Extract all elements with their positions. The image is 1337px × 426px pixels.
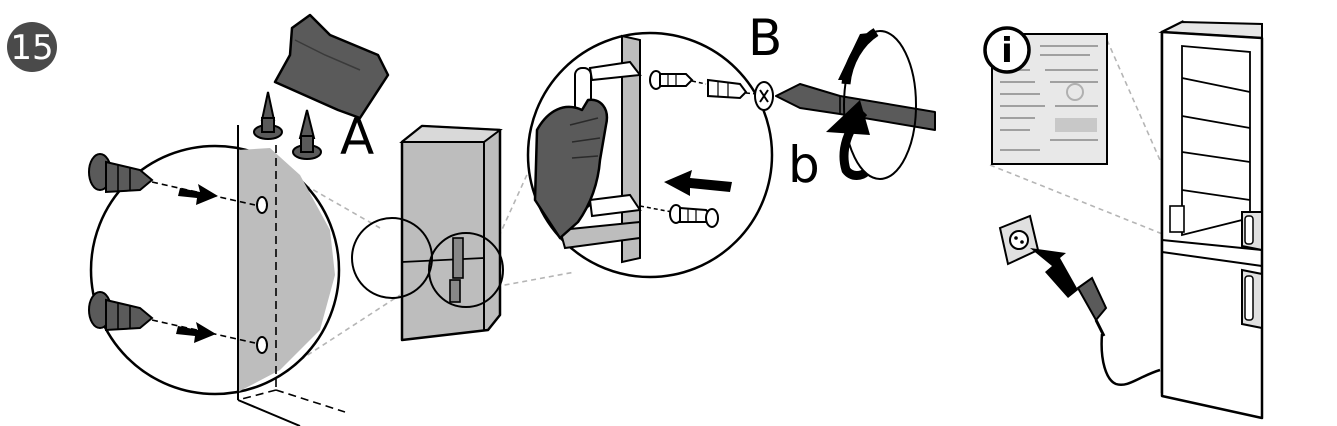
wall-plug-icon: [707, 78, 748, 100]
screw-icon: [649, 70, 694, 90]
arrow-up-left-icon: [1030, 248, 1078, 298]
anchor-lower: [88, 291, 154, 332]
arrow-right-icon: [176, 322, 216, 343]
zoom-circle-left: [351, 217, 433, 299]
label-a: A: [340, 108, 374, 166]
anchor-upper: [88, 153, 154, 194]
hand-icon: [533, 98, 609, 240]
screw-head-icon: [754, 81, 774, 111]
arrow-left-icon: [664, 170, 732, 196]
info-letter: i: [1001, 31, 1013, 71]
fridge-right: [1158, 19, 1264, 420]
label-b-lower: b: [788, 136, 820, 194]
rating-plate-document: i: [983, 26, 1108, 165]
handle-detail: [526, 31, 774, 279]
bag-of-anchors: A: [253, 13, 390, 166]
label-b-upper: B: [748, 9, 782, 67]
info-icon: [983, 26, 1031, 74]
zoom-circle-right: [428, 232, 504, 308]
step-badge: 15: [7, 22, 57, 72]
screw-icon: [669, 204, 719, 228]
power-socket: [998, 214, 1040, 266]
rotate-arrow-icon: [838, 32, 878, 80]
rotation-ring: [843, 30, 917, 180]
wall-anchor-detail: [88, 125, 346, 426]
fridge-cabinet-middle: [351, 124, 504, 342]
power-plug: [1076, 276, 1161, 387]
power-cable: [1100, 333, 1161, 387]
rating-plate: [1169, 205, 1185, 233]
step-number: 15: [10, 28, 53, 68]
arrow-right-icon: [178, 184, 218, 205]
screwdriver-group: B b: [748, 9, 936, 194]
